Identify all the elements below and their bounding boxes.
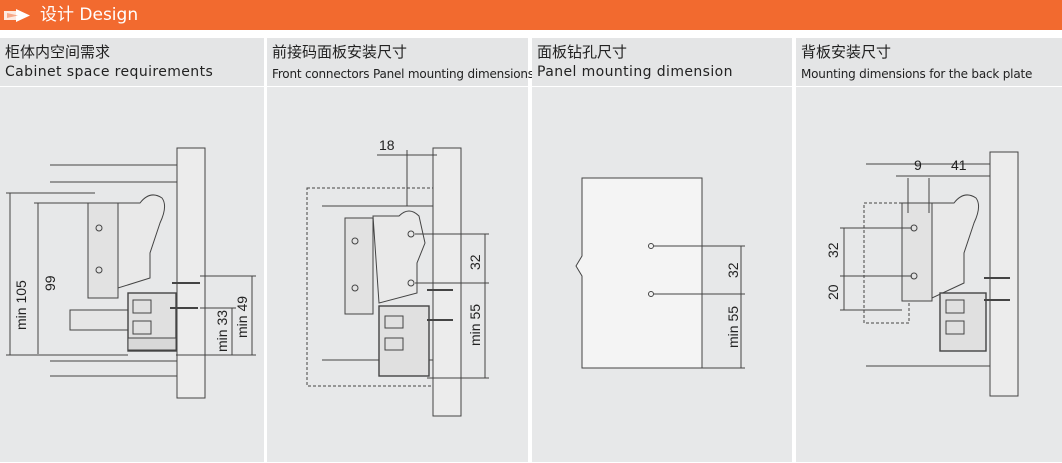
- panel-header: 柜体内空间需求 Cabinet space requirements: [0, 38, 264, 86]
- dim-min-55: min 55: [467, 304, 483, 346]
- panel-drilling-drawing: 32 min 55: [575, 177, 745, 369]
- panel-title-en: Mounting dimensions for the back plate: [801, 67, 1033, 81]
- panel-back-plate: 背板安装尺寸 Mounting dimensions for the back …: [796, 38, 1062, 462]
- dim-99: 99: [42, 275, 58, 291]
- panel-panel-drilling: 面板钻孔尺寸 Panel mounting dimension 32 min 5…: [532, 38, 792, 462]
- panel-title-cn: 柜体内空间需求: [5, 43, 111, 61]
- front-connector-drawing: 18 32 min 55: [306, 137, 489, 417]
- panel-front-connectors: 前接码面板安装尺寸 Front connectors Panel mountin…: [267, 38, 534, 462]
- dim-9: 9: [914, 157, 922, 173]
- dim-32: 32: [825, 242, 841, 258]
- panel-title-cn: 面板钻孔尺寸: [537, 43, 628, 61]
- panel-title-en: Panel mounting dimension: [537, 64, 733, 80]
- panel-title-en: Front connectors Panel mounting dimensio…: [272, 67, 534, 81]
- dim-32: 32: [725, 262, 741, 278]
- dim-32: 32: [467, 254, 483, 270]
- dim-min-105: min 105: [13, 280, 29, 330]
- panel-cabinet-space: 柜体内空间需求 Cabinet space requirements: [0, 38, 264, 462]
- panel-header: 面板钻孔尺寸 Panel mounting dimension: [532, 38, 792, 86]
- panel-title-cn: 背板安装尺寸: [801, 43, 892, 61]
- dim-20: 20: [825, 284, 841, 300]
- panel-title-en: Cabinet space requirements: [5, 64, 214, 80]
- arrow-icon: [4, 9, 30, 22]
- back-plate-drawing: 9 41 32 20: [825, 151, 1019, 397]
- panel-title-cn: 前接码面板安装尺寸: [272, 43, 408, 61]
- panel-header: 背板安装尺寸 Mounting dimensions for the back …: [796, 38, 1062, 86]
- section-header-bar: 设计 Design: [0, 0, 1062, 30]
- section-title: 设计 Design: [40, 5, 139, 25]
- cabinet-space-drawing: min 105 99 min 33 min 49: [6, 147, 256, 399]
- dim-min-33: min 33: [214, 310, 230, 352]
- dim-min-55: min 55: [725, 306, 741, 348]
- dim-min-49: min 49: [234, 296, 250, 338]
- panel-header: 前接码面板安装尺寸 Front connectors Panel mountin…: [267, 38, 534, 86]
- dim-41: 41: [951, 157, 967, 173]
- dim-18: 18: [379, 137, 395, 153]
